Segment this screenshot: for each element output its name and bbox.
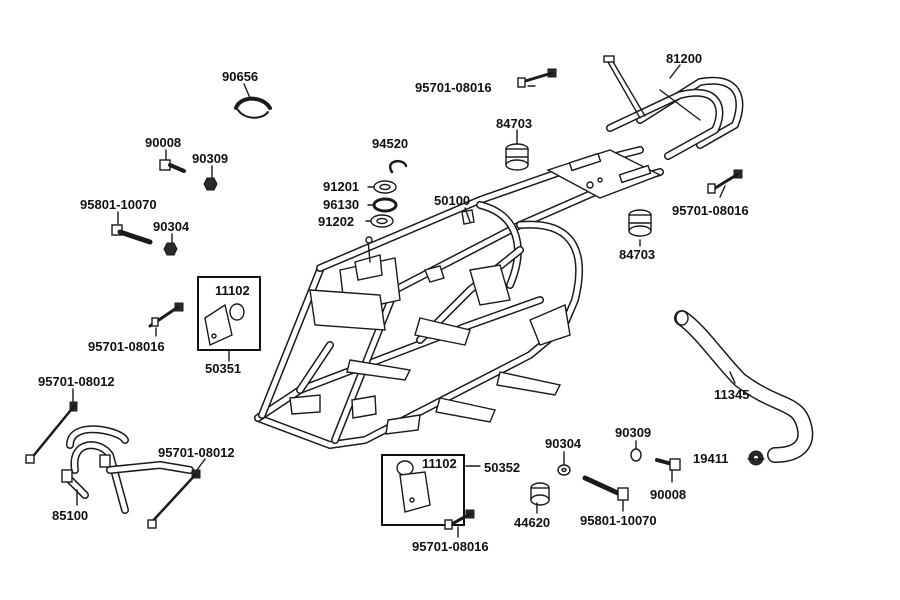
label-95701-08012-mid: 95701-08012: [158, 445, 235, 460]
label-50351: 50351: [205, 361, 241, 376]
washer-90309-right: [630, 448, 642, 462]
label-50352: 50352: [484, 460, 520, 475]
label-84703-top: 84703: [496, 116, 532, 131]
rubber-mount-84703-right: [628, 209, 652, 237]
label-44620: 44620: [514, 515, 550, 530]
bolt-90008-right: [655, 458, 681, 471]
label-95701-08016-bottom: 95701-08016: [412, 539, 489, 554]
bolt-95701-08012-left: [25, 401, 78, 464]
label-94520: 94520: [372, 136, 408, 151]
label-91201: 91201: [323, 179, 359, 194]
label-90304-right: 90304: [545, 436, 582, 451]
label-11102-left: 11102: [215, 283, 250, 298]
bolt-95701-08016-left: [148, 302, 184, 328]
label-90309-left: 90309: [192, 151, 228, 166]
nut-90304-left: [163, 242, 178, 256]
bolt-95801-right: [582, 475, 629, 501]
label-90304-left: 90304: [153, 219, 190, 234]
label-95801-10070-left: 95801-10070: [80, 197, 157, 212]
label-11345: 11345: [714, 387, 749, 402]
exhaust-pipe: [674, 310, 814, 463]
label-90008-right: 90008: [650, 487, 686, 502]
bracket-50351: [204, 303, 245, 347]
bolt-95701-08016-top: [517, 68, 557, 88]
clamp-90656: [234, 96, 272, 119]
label-85100: 85100: [52, 508, 88, 523]
front-bumper: [61, 425, 194, 514]
bolt-95701-08016-right: [707, 169, 743, 194]
bolt-90008-left: [159, 159, 186, 173]
label-50100: 50100: [434, 193, 470, 208]
bolt-95701-08016-bottom: [444, 509, 475, 530]
leader-lines: [72, 64, 765, 538]
label-95701-08016-right: 95701-08016: [672, 203, 749, 218]
label-90656: 90656: [222, 69, 258, 84]
label-90008-left: 90008: [145, 135, 181, 150]
label-90309-right: 90309: [615, 425, 651, 440]
main-frame: [254, 146, 664, 449]
bearing-91202: [370, 214, 394, 228]
label-95701-08012-left: 95701-08012: [38, 374, 115, 389]
label-91202: 91202: [318, 214, 354, 229]
rear-grab-bar: [603, 55, 744, 160]
label-84703-right: 84703: [619, 247, 655, 262]
clamp-19411: [748, 450, 764, 466]
bolt-95801-left: [111, 224, 153, 245]
label-19411: 19411: [693, 451, 728, 466]
label-95701-08016-top: 95701-08016: [415, 80, 492, 95]
bracket-50352: [396, 460, 431, 513]
bearing-91201: [373, 180, 397, 194]
label-11102-mid: 11102: [422, 456, 457, 471]
bolt-95701-08012-mid: [147, 469, 201, 529]
label-96130: 96130: [323, 197, 359, 212]
washer-90304-right: [557, 464, 571, 476]
label-81200: 81200: [666, 51, 702, 66]
nut-90309-left: [203, 177, 218, 191]
label-95701-08016-left: 95701-08016: [88, 339, 165, 354]
rubber-mount-84703-top: [505, 143, 529, 171]
box-50352: [381, 454, 465, 526]
collar-44620: [530, 482, 550, 506]
box-50351: [197, 276, 261, 351]
circlip-94520: [388, 159, 408, 174]
label-95801-10070-right: 95801-10070: [580, 513, 657, 528]
seal-96130: [372, 197, 398, 213]
